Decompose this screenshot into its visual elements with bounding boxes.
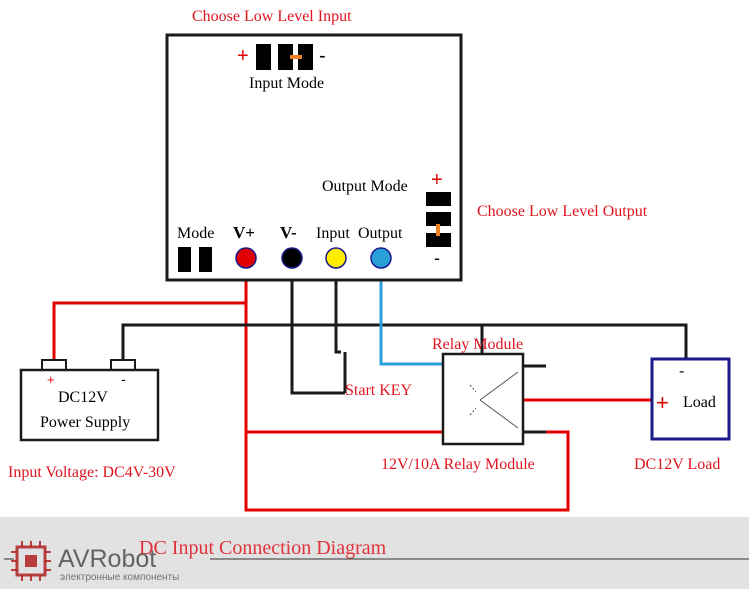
power-supply-minus: - [121, 371, 126, 387]
terminal-vplus [235, 247, 257, 269]
input-mode-pin-2 [278, 44, 293, 70]
load-label: Load [683, 394, 716, 411]
output-mode-minus: - [434, 248, 440, 268]
load-caption: DC12V Load [634, 456, 720, 473]
load-plus: + [656, 390, 669, 415]
output-mode-label: Output Mode [322, 178, 408, 195]
footer-band [0, 517, 749, 589]
watermark-brand: AVRobot [58, 545, 156, 573]
wire-vminus-to-key [290, 270, 345, 395]
relay-module-caption: 12V/10A Relay Module [381, 456, 535, 473]
output-mode-jumper [436, 224, 440, 236]
start-key-label: Start KEY [345, 382, 413, 399]
output-mode-pin-2 [426, 212, 451, 226]
relay-switch-symbol [469, 371, 519, 429]
mode-label: Mode [177, 225, 214, 242]
diagram-title: DC Input Connection Diagram [139, 537, 387, 559]
power-supply-line2: Power Supply [40, 414, 130, 431]
load-minus: - [679, 363, 684, 380]
terminal-label-vplus: V+ [233, 223, 255, 242]
watermark-chip-icon [11, 541, 51, 581]
input-mode-label: Input Mode [249, 75, 324, 92]
wire-input-to-key [334, 270, 341, 354]
power-supply-plus: + [47, 372, 55, 387]
load-box [650, 357, 731, 441]
input-mode-pin-1 [256, 44, 271, 70]
relay-module [441, 352, 525, 446]
wire-vplus-to-supply [52, 270, 248, 368]
wire-output-to-relay [379, 270, 443, 366]
output-mode-pin-3 [426, 233, 451, 247]
power-supply [19, 368, 160, 442]
terminal-label-output: Output [358, 225, 403, 242]
input-voltage-label: Input Voltage: DC4V-30V [8, 464, 176, 481]
wire-ground-bus [121, 323, 688, 368]
mode-pin-2 [199, 247, 212, 272]
power-supply-line1: DC12V [58, 389, 108, 406]
terminal-label-vminus: V- [280, 223, 297, 242]
choose-low-output-label: Choose Low Level Output [477, 203, 648, 220]
terminal-input [325, 247, 347, 269]
relay-module-title: Relay Module [432, 336, 523, 353]
input-mode-pin-3 [298, 44, 313, 70]
input-mode-minus: - [319, 45, 326, 67]
wire-vplus-to-relay [244, 303, 570, 512]
watermark-tagline: электронные компоненты [60, 572, 179, 583]
controller-board [165, 33, 463, 282]
terminal-label-input: Input [316, 225, 350, 242]
input-mode-jumper [290, 55, 302, 59]
output-mode-pin-1 [426, 192, 451, 206]
output-mode-plus: + [431, 169, 443, 191]
terminal-vminus [281, 247, 303, 269]
mode-pin-1 [178, 247, 191, 272]
choose-low-input-label: Choose Low Level Input [192, 8, 352, 25]
terminal-output [370, 247, 392, 269]
input-mode-plus: + [237, 45, 249, 67]
